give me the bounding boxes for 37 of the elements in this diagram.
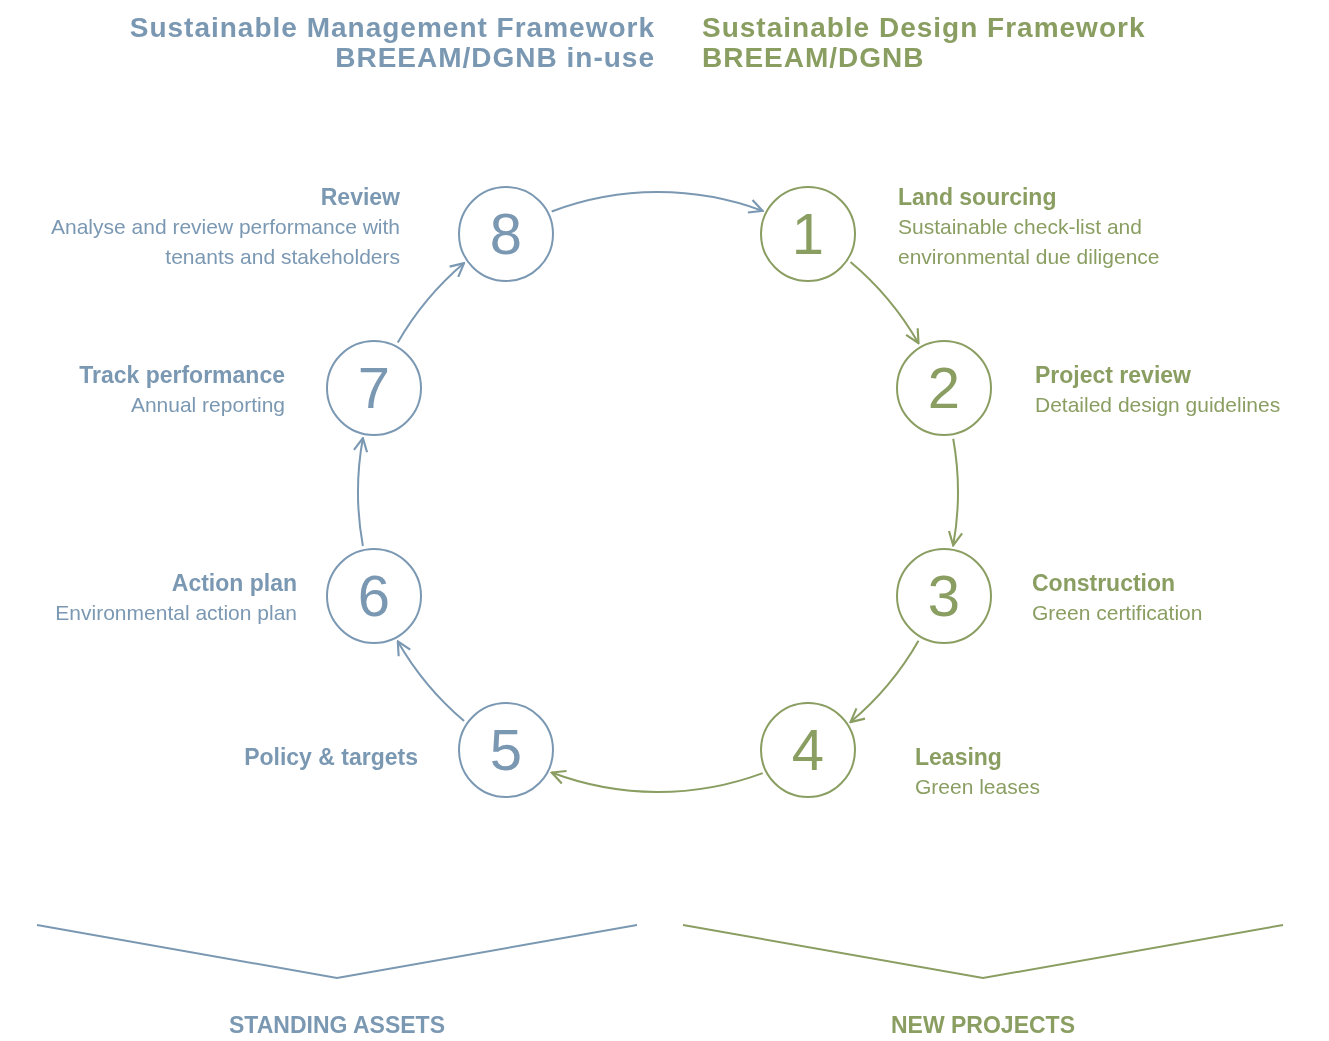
- step-description: Annual reporting: [129, 392, 285, 418]
- framework-title: Sustainable Management Framework: [129, 12, 655, 44]
- step-heading: Policy & targets: [244, 743, 418, 772]
- step-description: Analyse and review performance with tenants and stakeholders: [50, 214, 400, 270]
- arrow: [353, 436, 369, 547]
- step-description: Detailed design guidelines: [1035, 392, 1282, 418]
- step-heading: Action plan: [170, 569, 297, 598]
- step-heading: Track performance: [78, 361, 285, 390]
- step-number: 8: [489, 205, 523, 263]
- arrow: [396, 262, 466, 344]
- arrow: [550, 191, 764, 215]
- arrow: [947, 437, 963, 547]
- step-description: Sustainable check-list and environmental due diligence: [898, 214, 1161, 270]
- step-number: 4: [791, 721, 825, 779]
- step-number: 2: [927, 359, 961, 417]
- step-heading: Leasing: [915, 743, 1003, 772]
- arrow: [849, 639, 920, 724]
- step-description: Green certification: [1032, 600, 1204, 626]
- framework-title: Sustainable Design Framework: [702, 12, 1146, 44]
- section-label: STANDING ASSETS: [228, 1012, 446, 1039]
- arrow: [550, 769, 764, 793]
- step-heading: Review: [319, 183, 400, 212]
- arrow: [849, 260, 920, 345]
- section-label: NEW PROJECTS: [890, 1012, 1076, 1039]
- step-number: 7: [357, 359, 391, 417]
- step-number: 5: [489, 721, 523, 779]
- step-number: 6: [357, 567, 391, 625]
- step-heading: Land sourcing: [898, 183, 1058, 212]
- step-description: Environmental action plan: [54, 600, 297, 626]
- step-number: 3: [927, 567, 961, 625]
- framework-subtitle: BREEAM/DGNB: [702, 42, 925, 74]
- arrow: [396, 640, 466, 722]
- step-heading: Construction: [1032, 569, 1177, 598]
- framework-subtitle: BREEAM/DGNB in-use: [335, 42, 655, 74]
- step-heading: Project review: [1035, 361, 1192, 390]
- step-number: 1: [791, 205, 825, 263]
- step-description: Green leases: [915, 774, 1041, 800]
